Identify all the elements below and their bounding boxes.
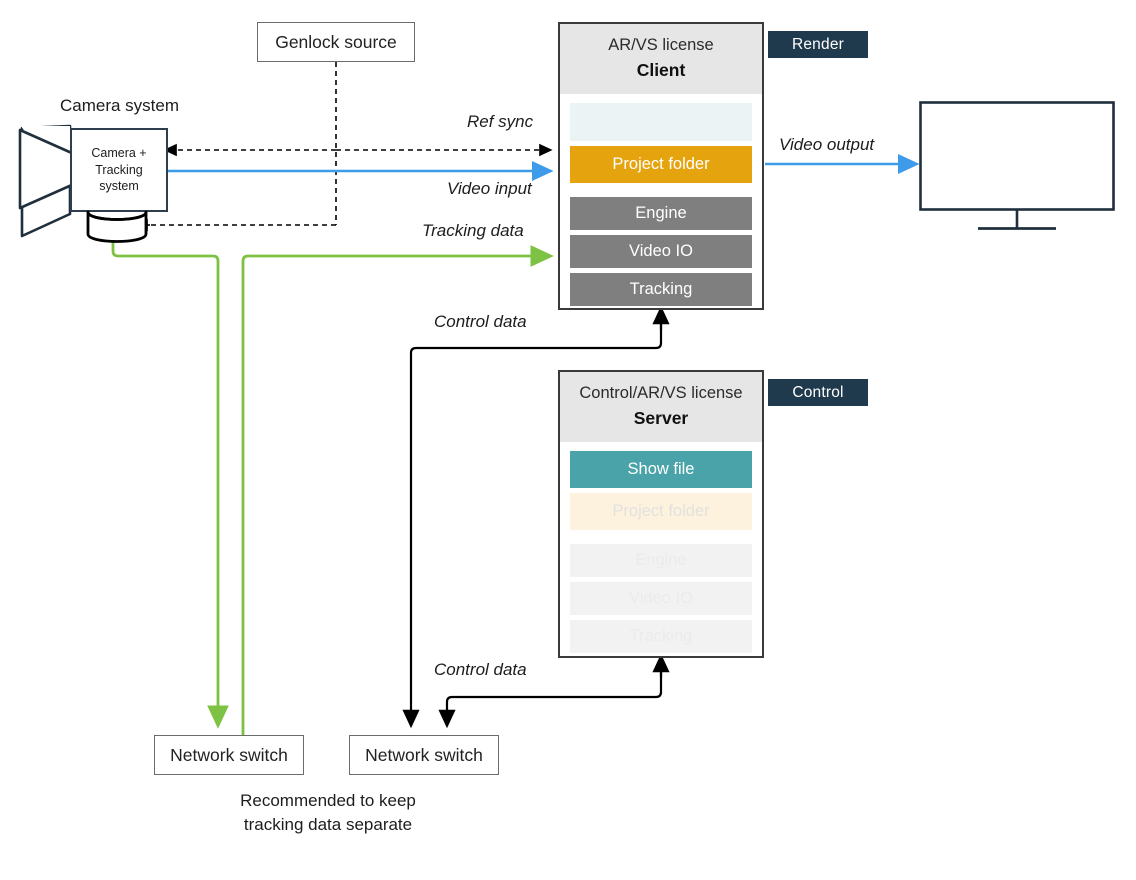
switch-note-line1: Recommended to keep <box>240 791 416 810</box>
server-machine-box[interactable]: Control/AR/VS license Server Show file P… <box>558 370 764 658</box>
label-tracking-data: Tracking data <box>422 221 524 240</box>
genlock-source-box[interactable]: Genlock source <box>257 22 415 62</box>
camera-viewfinder-icon <box>18 128 76 210</box>
server-control-badge: Control <box>768 379 868 406</box>
wire-tracking-to-switch <box>111 235 229 729</box>
server-slot-list: Show file Project folder Engine Video IO… <box>560 442 762 662</box>
client-slot-engine[interactable]: Engine <box>570 196 752 230</box>
network-switch-left-box[interactable]: Network switch <box>154 735 304 775</box>
camera-box-line1: Camera + <box>91 146 147 161</box>
client-slot-empty <box>570 102 752 141</box>
client-role-label: Client <box>636 59 686 80</box>
client-header: AR/VS license Client <box>560 24 762 94</box>
server-slot-tracking[interactable]: Tracking <box>570 619 752 653</box>
switch-note-line2: tracking data separate <box>243 815 413 835</box>
server-role-label: Server <box>633 407 689 428</box>
label-control-data-bottom: Control data <box>434 660 527 679</box>
client-slot-project-folder[interactable]: Project folder <box>570 145 752 183</box>
camera-box-line2: Tracking <box>95 162 143 177</box>
server-slot-show-file[interactable]: Show file <box>570 450 752 488</box>
client-slot-tracking[interactable]: Tracking <box>570 272 752 306</box>
client-slot-list: Project folder Engine Video IO Tracking <box>560 94 762 315</box>
label-control-data-top: Control data <box>434 312 527 331</box>
client-slot-video-io[interactable]: Video IO <box>570 234 752 268</box>
client-render-badge: Render <box>768 31 868 58</box>
label-video-input: Video input <box>447 179 532 198</box>
network-switch-left-label: Network switch <box>170 744 288 765</box>
server-header: Control/AR/VS license Server <box>560 372 762 442</box>
camera-box-line3: system <box>99 179 139 194</box>
network-switch-right-box[interactable]: Network switch <box>349 735 499 775</box>
client-license-label: AR/VS license <box>608 36 714 54</box>
network-switch-right-label: Network switch <box>365 744 483 765</box>
server-slot-project-folder[interactable]: Project folder <box>570 492 752 530</box>
switch-note: Recommended to keep tracking data separa… <box>208 789 448 837</box>
client-machine-box[interactable]: AR/VS license Client Project folder Engi… <box>558 22 764 310</box>
server-slot-engine[interactable]: Engine <box>570 543 752 577</box>
camera-lens-icon <box>86 210 148 243</box>
camera-tracking-box: Camera + Tracking system <box>70 128 168 212</box>
label-video-output: Video output <box>779 135 875 154</box>
genlock-source-label: Genlock source <box>275 31 397 52</box>
camera-system-caption: Camera system <box>60 96 180 115</box>
label-ref-sync: Ref sync <box>467 112 534 131</box>
monitor-icon <box>919 101 1115 230</box>
server-license-label: Control/AR/VS license <box>579 384 743 402</box>
server-slot-video-io[interactable]: Video IO <box>570 581 752 615</box>
